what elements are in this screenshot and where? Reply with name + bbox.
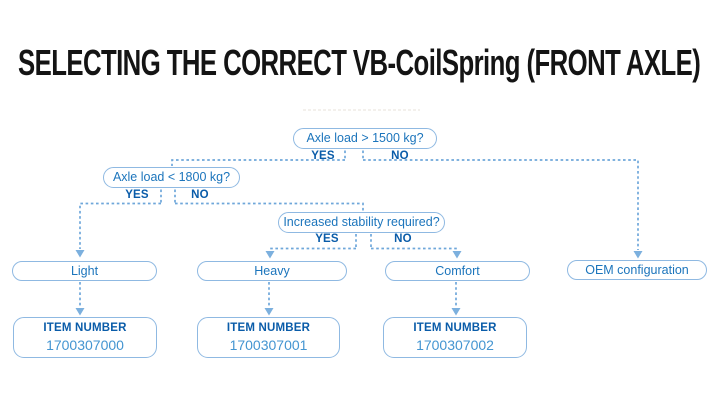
arrowhead-light <box>75 250 85 258</box>
outcome-box-comfort: Comfort <box>385 261 530 281</box>
connector-q1-no-branch <box>363 159 639 250</box>
item3-number: 1700307002 <box>416 337 494 354</box>
connector-q2-yes-branch <box>79 202 161 249</box>
connector-q2-no-branch <box>175 202 364 211</box>
q3-yes-label: YES <box>315 233 339 245</box>
arrowhead-item3 <box>451 308 461 316</box>
q1-no-label: NO <box>391 150 409 162</box>
connector-q3-yes-branch <box>269 247 356 251</box>
item-number-box-heavy: ITEM NUMBER 1700307001 <box>197 317 340 358</box>
item2-number: 1700307001 <box>229 337 308 354</box>
arrowhead-oem <box>633 251 643 259</box>
item-number-box-comfort: ITEM NUMBER 1700307002 <box>383 317 527 358</box>
item-number-box-light: ITEM NUMBER 1700307000 <box>13 317 157 358</box>
q2-yes-label: YES <box>125 189 149 201</box>
decision-box-increased-stability: Increased stability required? <box>278 212 445 233</box>
q1-yes-label: YES <box>311 150 335 162</box>
arrowhead-item1 <box>75 308 85 316</box>
arrowhead-heavy <box>265 251 275 259</box>
outcome-box-heavy: Heavy <box>197 261 347 281</box>
outcome-box-light: Light <box>12 261 157 281</box>
page-title: SELECTING THE CORRECT VB-CoilSpring (FRO… <box>18 42 701 83</box>
connector-q1-yes-branch <box>171 159 345 166</box>
item3-heading: ITEM NUMBER <box>413 321 497 334</box>
item1-heading: ITEM NUMBER <box>43 321 127 334</box>
outcome-box-oem-configuration: OEM configuration <box>567 260 707 280</box>
decision-box-axle-load-1800: Axle load < 1800 kg? <box>103 167 240 188</box>
arrowhead-item2 <box>264 308 274 316</box>
item2-heading: ITEM NUMBER <box>226 321 311 334</box>
connector-q3-no-branch <box>371 247 458 251</box>
arrowhead-comfort <box>452 251 462 259</box>
item1-number: 1700307000 <box>46 337 124 354</box>
q2-no-label: NO <box>191 189 209 201</box>
q3-no-label: NO <box>394 233 412 245</box>
decision-box-axle-load-1500: Axle load > 1500 kg? <box>293 128 437 149</box>
